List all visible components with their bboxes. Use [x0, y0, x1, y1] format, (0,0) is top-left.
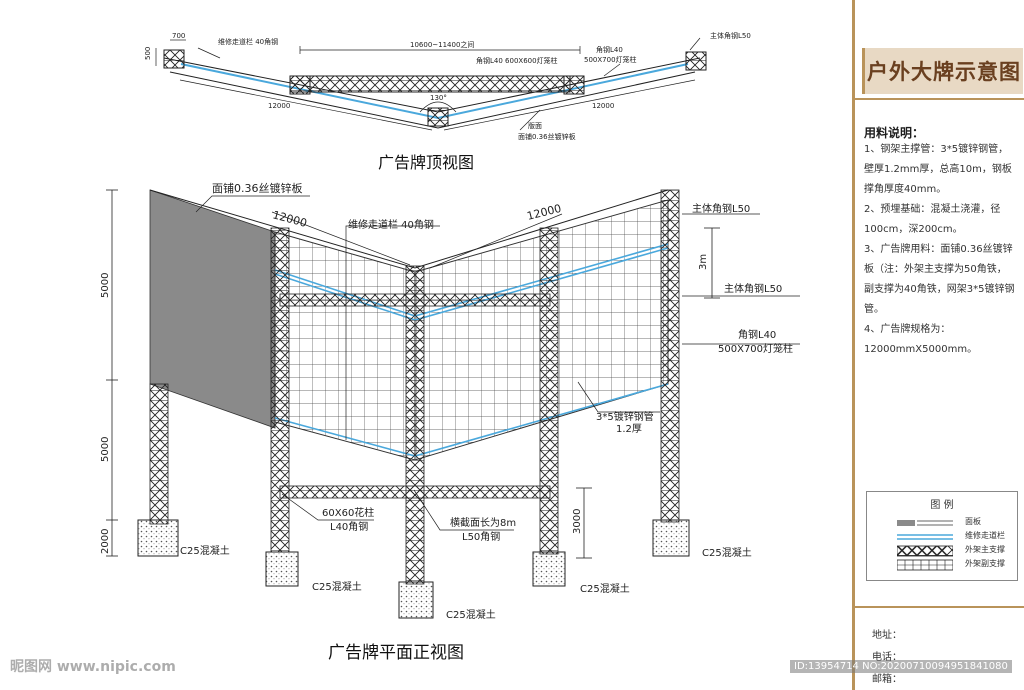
top-main-angle-label: 主体角钢L50	[710, 31, 751, 40]
top-view: 700 500 维修走道栏 40角钢 10600~11400之间 角钢L40 6…	[144, 31, 751, 172]
dim-3000: 3000	[572, 509, 583, 534]
top-truss-beam	[289, 75, 571, 93]
height-3m: 3m	[698, 254, 709, 270]
legend-row-sub-support: 外架副支撑	[867, 558, 1017, 572]
top-angle-steel-right-1: 角钢L40	[596, 45, 623, 54]
watermark-right: ID:13954714 NO:20200710094951841080	[790, 660, 1012, 673]
front-length-right: 12000	[526, 202, 563, 223]
walkway-swatch-icon	[897, 534, 953, 540]
engineering-drawing: 700 500 维修走道栏 40角钢 10600~11400之间 角钢L40 6…	[100, 31, 800, 663]
panel-title: 户外大牌示意图	[867, 60, 1021, 84]
front-view-title: 广告牌平面正视图	[328, 643, 464, 663]
top-angle-steel-label: 角钢L40 600X600灯笼柱	[476, 56, 558, 65]
top-panel-label-2: 面铺0.36丝镀锌板	[518, 132, 576, 141]
front-mesh-left	[274, 231, 416, 461]
info-panel: 户外大牌示意图 用料说明： 1、钢架主撑管：3*5镀锌钢管，壁厚1.2mm厚，总…	[852, 0, 1024, 690]
legend-label: 外架主支撑	[965, 545, 1005, 554]
front-walkway-label: 维修走道栏 40角钢	[348, 218, 434, 231]
truss-columns	[149, 189, 680, 585]
left-dimension	[106, 189, 118, 557]
email-label: 邮箱：	[872, 674, 902, 685]
front-column-2: L40角钢	[330, 520, 368, 533]
front-pipe-2: 1.2厚	[616, 423, 642, 435]
front-panel-label: 面铺0.36丝镀锌板	[212, 181, 303, 195]
top-length-right: 12000	[592, 102, 614, 110]
front-length-left: 12000	[271, 208, 308, 230]
legend-row-panel: 面板	[867, 516, 1017, 530]
concrete-label-5: C25混凝土	[702, 546, 752, 559]
concrete-label-2: C25混凝土	[312, 580, 362, 593]
legend-row-main-support: 外架主支撑	[867, 544, 1017, 558]
front-gray-panel	[149, 189, 276, 429]
dim-5000-top: 5000	[100, 273, 111, 298]
concrete-label-1: C25混凝土	[180, 544, 230, 557]
front-cross-1: 横截面长为8m	[450, 516, 516, 529]
front-column-1: 60X60花柱	[322, 506, 374, 519]
top-view-posts	[163, 49, 707, 127]
top-span-label: 10600~11400之间	[410, 40, 474, 49]
dim-5000-mid: 5000	[100, 437, 111, 462]
top-panel-label-1: 版面	[528, 121, 542, 130]
concrete-label-4: C25混凝土	[580, 582, 630, 595]
legend: 图 例 面板 维修走道栏 外架主支撑	[866, 491, 1018, 581]
panel-title-box: 户外大牌示意图	[862, 48, 1023, 94]
legend-title: 图 例	[930, 500, 954, 511]
top-view-title: 广告牌顶视图	[378, 153, 474, 172]
dim-2000: 2000	[100, 529, 111, 554]
phone-label: 电话：	[872, 652, 902, 663]
spec-item: 1、钢架主撑管：3*5镀锌钢管，壁厚1.2mm厚，总高10m，钢板撑角厚度40m…	[864, 144, 1012, 195]
spec-item: 2、预埋基础：混凝土浇灌，径100cm，深200cm。	[864, 204, 1001, 235]
address-label: 地址：	[872, 630, 902, 641]
leader-lines	[195, 195, 800, 531]
front-lantern-1: 角钢L40	[738, 328, 776, 341]
front-main-angle-1: 主体角钢L50	[692, 202, 750, 215]
front-main-angle-2: 主体角钢L50	[724, 282, 782, 295]
spec-item: 4、广告牌规格为：12000mmX5000mm。	[864, 324, 978, 355]
legend-label: 外架副支撑	[965, 559, 1005, 568]
top-dim-700: 700	[172, 32, 185, 40]
top-angle-steel-right-2: 500X700灯笼柱	[584, 55, 637, 64]
legend-row-walkway: 维修走道栏	[867, 530, 1017, 544]
front-pipe-1: 3*5镀锌钢管	[596, 410, 654, 423]
legend-label: 维修走道栏	[965, 531, 1005, 540]
legend-label: 面板	[965, 517, 981, 526]
front-view: 5000 5000 2000 3m 3000 面铺0.36丝镀锌板	[100, 181, 800, 663]
main-support-swatch-icon	[897, 545, 953, 557]
top-view-dim-lines	[155, 37, 701, 131]
panel-swatch-icon	[897, 520, 953, 526]
concrete-footings	[137, 519, 690, 619]
height-markers	[576, 227, 720, 559]
top-walkway-label: 维修走道栏 40角钢	[218, 37, 278, 46]
panel-rule-bottom	[855, 606, 1024, 608]
angle-arc	[419, 101, 457, 113]
top-length-left: 12000	[268, 102, 290, 110]
concrete-label-3: C25混凝土	[446, 608, 496, 621]
panel-divider	[852, 0, 855, 690]
sub-support-swatch-icon	[897, 559, 953, 571]
top-dim-500: 500	[144, 47, 152, 60]
watermark-left: 昵图网 www.nipic.com	[10, 659, 176, 675]
spec-item: 3、广告牌用料：面铺0.36丝镀锌板（注：外架主支撑为50角铁，副支撑为40角铁…	[864, 244, 1015, 315]
front-lantern-2: 500X700灯笼柱	[718, 342, 793, 355]
spec-list: 1、钢架主撑管：3*5镀锌钢管，壁厚1.2mm厚，总高10m，钢板撑角厚度40m…	[864, 140, 1016, 360]
front-cross-2: L50角钢	[462, 530, 500, 543]
spec-heading: 用料说明：	[864, 126, 925, 140]
top-angle-label: 130°	[430, 94, 447, 102]
panel-rule	[855, 98, 1024, 100]
